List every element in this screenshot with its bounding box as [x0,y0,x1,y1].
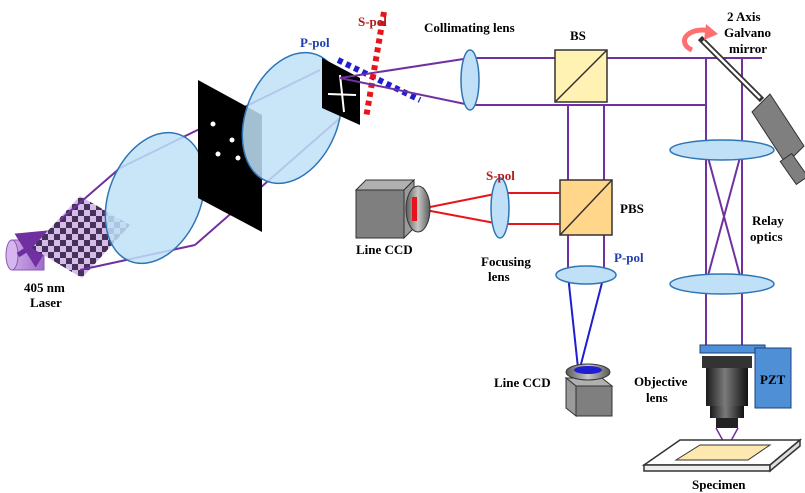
collimating-lens [460,49,480,111]
s-pol-beam [419,192,560,225]
focusing-lens [490,177,510,239]
relay-label-line2: optics [750,229,783,244]
pzt-stage [699,344,792,409]
p-pol-label-mid: P-pol [614,250,644,265]
objective-label-line1: Objective [634,374,688,389]
p-pol-beam [567,274,605,369]
polarizer-p [336,57,422,103]
collimating-lens-label: Collimating lens [424,20,515,35]
galvano-mirror [697,35,805,186]
focusing-label-line2: lens [488,269,510,284]
cross-mask-beam [339,57,471,106]
ccd-camera-bottom [564,363,614,418]
s-pol-label-top: S-pol [358,14,387,29]
galvano-label-line2: Galvano [724,25,771,40]
second-relay-lens [241,51,343,185]
specimen-slide [641,438,803,473]
pzt-label: PZT [760,372,786,387]
laser-label-line2: Laser [30,295,62,310]
relay-lens-upper [669,139,775,161]
main-beam [470,57,762,345]
pbs-label: PBS [620,201,644,216]
line-ccd-left-label: Line CCD [356,242,413,257]
laser-label-line1: 405 nm [24,280,65,295]
relay-lens-lower [669,273,775,295]
s-pol-label-mid: S-pol [486,168,515,183]
line-ccd-bottom-label: Line CCD [494,375,551,390]
beam-splitter-bs [554,49,608,103]
first-relay-lens [104,131,206,265]
bs-label: BS [570,28,586,43]
focusing-label-line1: Focusing [481,254,531,269]
galvano-label-line1: 2 Axis [727,9,761,24]
detection-lens [555,265,617,285]
objective-label-line2: lens [646,390,668,405]
cross-mask [322,58,360,125]
pbs [559,179,613,236]
ccd-camera-left [354,178,431,240]
rotation-arrow-icon [681,24,718,53]
specimen-label: Specimen [692,477,746,492]
p-pol-label-top: P-pol [300,35,330,50]
objective-lens [702,356,752,428]
relay-label-line1: Relay [752,213,784,228]
galvano-label-line3: mirror [729,41,767,56]
